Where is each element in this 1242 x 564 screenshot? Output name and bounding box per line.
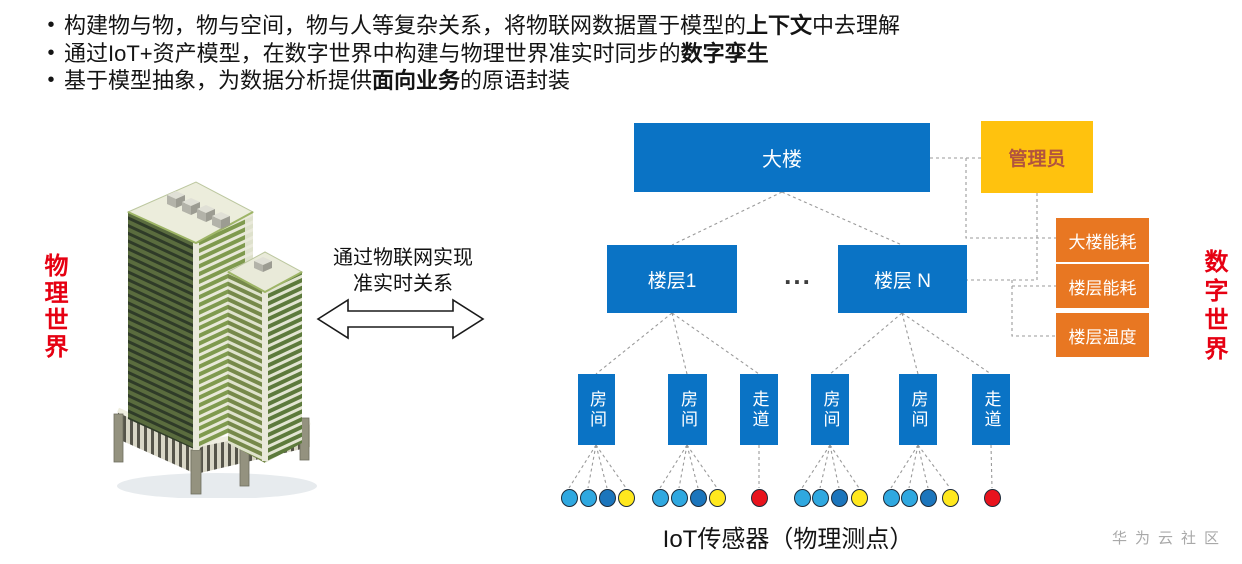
- bullet-icon: •: [47, 41, 55, 64]
- arrow-caption-line2: 准实时关系: [353, 273, 453, 295]
- bullet-text: 通过IoT+资产模型，在数字世界中构建与物理世界准实时同步的数字孪生: [64, 40, 769, 66]
- node-corridor: 走道: [740, 374, 778, 445]
- node-room: 房间: [578, 374, 615, 445]
- watermark: 华为云社区: [1112, 530, 1228, 547]
- node-metric-floor-energy: 楼层能耗: [1056, 264, 1149, 308]
- node-room: 房间: [668, 374, 707, 445]
- node-metric-building-energy: 大楼能耗: [1056, 218, 1149, 262]
- bullet-item: • 构建物与物，物与空间，物与人等复杂关系，将物联网数据置于模型的上下文中去理解: [38, 12, 1018, 40]
- bullet-item: • 基于模型抽象，为数据分析提供面向业务的原语封装: [38, 67, 1018, 95]
- double-arrow-icon: [316, 298, 485, 340]
- bullet-icon: •: [47, 14, 55, 36]
- building-illustration: [113, 181, 317, 498]
- node-building: 大楼: [634, 123, 930, 192]
- bullet-text: 基于模型抽象，为数据分析提供面向业务的原语封装: [64, 68, 571, 93]
- node-floorN: 楼层 N: [838, 245, 967, 313]
- node-admin: 管理员: [981, 121, 1093, 193]
- bullet-text: 构建物与物，物与空间，物与人等复杂关系，将物联网数据置于模型的上下文中去理解: [64, 13, 901, 38]
- node-room: 房间: [811, 374, 849, 445]
- sensor-caption: IoT传感器（物理测点）: [662, 526, 914, 553]
- node-floor1: 楼层1: [607, 245, 737, 313]
- digital-world-label: 数字世界: [1200, 249, 1227, 365]
- bullet-list: • 构建物与物，物与空间，物与人等复杂关系，将物联网数据置于模型的上下文中去理解…: [38, 12, 1018, 95]
- tree-dashed-lines: [568, 157, 1056, 489]
- node-corridor: 走道: [972, 374, 1010, 445]
- physical-world-label: 物理世界: [40, 253, 67, 361]
- floors-ellipsis: ...: [784, 260, 812, 290]
- node-room: 房间: [899, 374, 937, 445]
- arrow-caption: 通过物联网实现 准实时关系: [320, 245, 486, 297]
- node-metric-floor-temperature: 楼层温度: [1056, 313, 1149, 357]
- arrow-caption-line1: 通过物联网实现: [333, 247, 473, 269]
- bullet-icon: •: [47, 69, 55, 91]
- bullet-item: • 通过IoT+资产模型，在数字世界中构建与物理世界准实时同步的数字孪生: [38, 40, 1018, 68]
